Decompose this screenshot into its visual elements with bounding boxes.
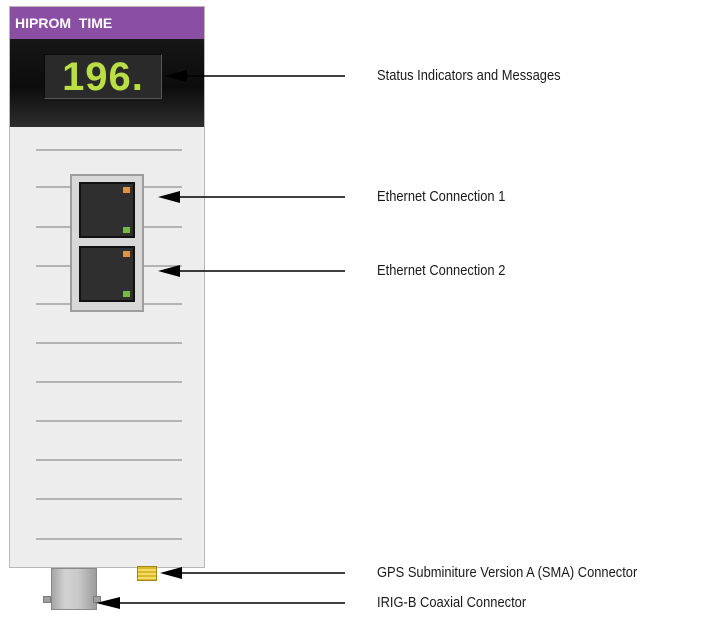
callout-irigb-connector: IRIG-B Coaxial Connector (377, 594, 527, 611)
vent-rib (36, 538, 182, 540)
vent-rib (36, 459, 182, 461)
bnc-pin-right (93, 596, 101, 603)
vent-rib (36, 342, 182, 344)
vent-rib (36, 420, 182, 422)
module-brand-label: HIPROM TIME (10, 7, 204, 39)
status-display-value: 196. (62, 55, 144, 99)
arrow-status-indicators (165, 70, 345, 82)
time-module: HIPROM TIME 196. (9, 6, 205, 568)
display-panel: 196. (10, 39, 204, 127)
ethernet-port-1 (79, 182, 135, 238)
callout-sma-connector: GPS Subminiture Version A (SMA) Connecto… (377, 564, 638, 581)
ethernet-port-housing (70, 174, 144, 312)
callout-ethernet-1: Ethernet Connection 1 (377, 188, 506, 205)
bnc-coaxial-connector (51, 568, 97, 610)
link-led (123, 291, 130, 297)
callout-status-indicators: Status Indicators and Messages (377, 67, 561, 84)
vent-rib (36, 498, 182, 500)
activity-led (123, 251, 130, 257)
arrow-ethernet-2 (158, 265, 345, 277)
activity-led (123, 187, 130, 193)
bnc-pin-left (43, 596, 51, 603)
sma-connector (137, 566, 157, 581)
link-led (123, 227, 130, 233)
arrow-sma-connector (160, 567, 345, 579)
callout-ethernet-2: Ethernet Connection 2 (377, 262, 506, 279)
arrow-irigb-connector (96, 597, 345, 609)
status-display: 196. (44, 54, 162, 99)
vent-rib (36, 149, 182, 151)
ethernet-port-2 (79, 246, 135, 302)
vent-rib (36, 381, 182, 383)
arrow-ethernet-1 (158, 191, 345, 203)
